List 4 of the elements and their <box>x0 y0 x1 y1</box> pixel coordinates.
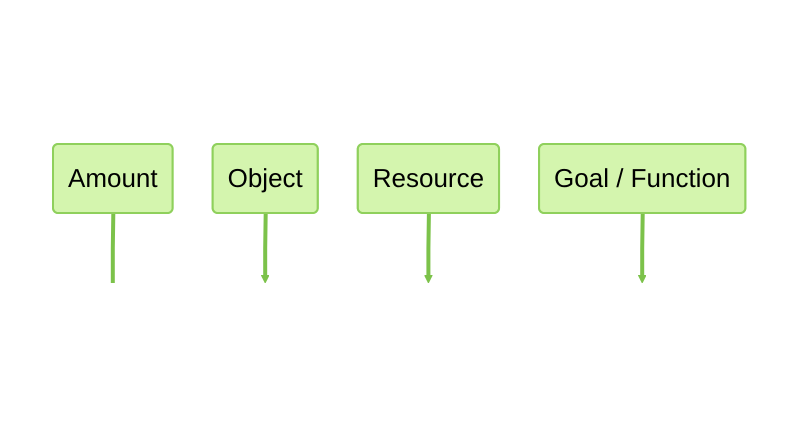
arrow <box>260 212 270 283</box>
arrow <box>424 212 433 283</box>
connector <box>110 212 116 282</box>
arrow <box>638 212 646 283</box>
